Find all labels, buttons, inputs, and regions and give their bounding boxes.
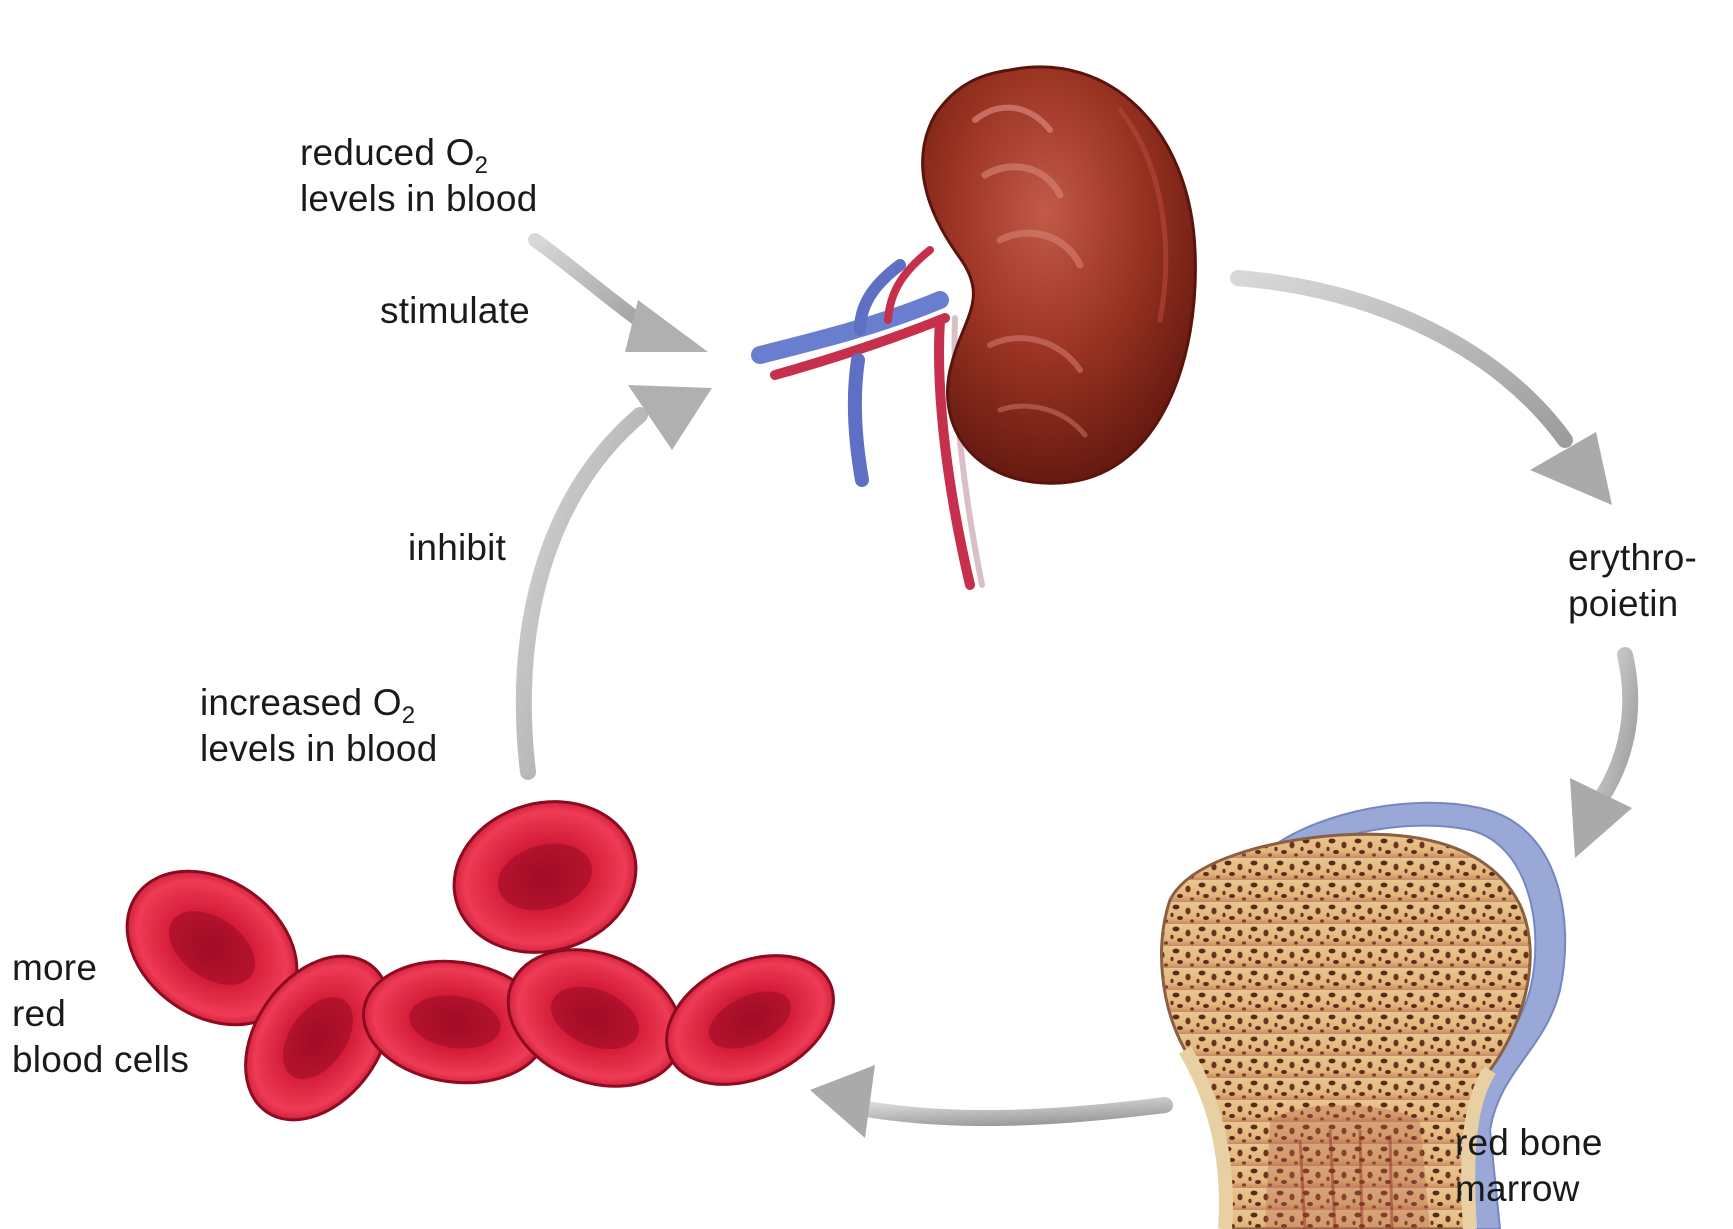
arrow-kidney-to-epo bbox=[1238, 278, 1612, 505]
stimulate-label: stimulate bbox=[380, 288, 530, 334]
reduced-o2-label: reduced O2 levels in blood bbox=[300, 130, 537, 222]
rbc-cell bbox=[437, 782, 653, 973]
kidney-illustration bbox=[760, 67, 1195, 585]
arrow-epo-to-marrow bbox=[1570, 655, 1632, 858]
kidney-body bbox=[923, 67, 1196, 483]
rbc-cell bbox=[646, 930, 855, 1110]
red-blood-cells-illustration bbox=[98, 782, 855, 1148]
erythropoietin-label: erythro- poietin bbox=[1568, 535, 1697, 627]
arrow-stimulate bbox=[535, 240, 708, 352]
more-red-blood-cells-label: more red blood cells bbox=[12, 945, 189, 1083]
inhibit-label: inhibit bbox=[408, 525, 506, 571]
renal-vessels bbox=[760, 250, 982, 585]
red-bone-marrow-label: red bone marrow bbox=[1455, 1120, 1603, 1212]
arrow-inhibit bbox=[524, 385, 712, 772]
arrow-marrow-to-cells bbox=[810, 1065, 1165, 1138]
increased-o2-label: increased O2 levels in blood bbox=[200, 680, 437, 772]
